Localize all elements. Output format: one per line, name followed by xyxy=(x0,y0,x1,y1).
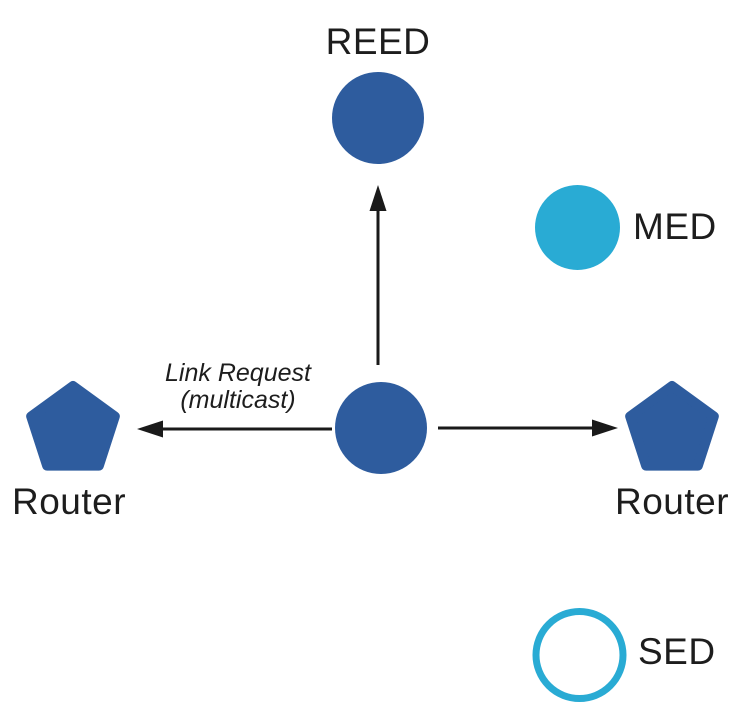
router-left-pentagon xyxy=(26,381,120,471)
sed-node-circle xyxy=(532,608,627,702)
arrow-up-head xyxy=(369,185,387,211)
link-request-line1: Link Request xyxy=(165,359,311,387)
arrow-right-head xyxy=(592,419,618,437)
sender-node-circle xyxy=(335,382,427,474)
sed-label: SED xyxy=(638,631,716,672)
link-request-annotation: Link Request (multicast) xyxy=(165,360,311,414)
router-left-label: Router xyxy=(11,481,127,522)
router-right-pentagon xyxy=(625,381,719,471)
med-node-circle xyxy=(535,185,620,270)
reed-node-circle xyxy=(332,72,424,164)
reed-label: REED xyxy=(325,21,431,62)
med-label: MED xyxy=(633,206,717,247)
router-right-label: Router xyxy=(614,481,730,522)
arrow-left-head xyxy=(137,420,163,438)
link-request-line2: (multicast) xyxy=(180,386,296,414)
